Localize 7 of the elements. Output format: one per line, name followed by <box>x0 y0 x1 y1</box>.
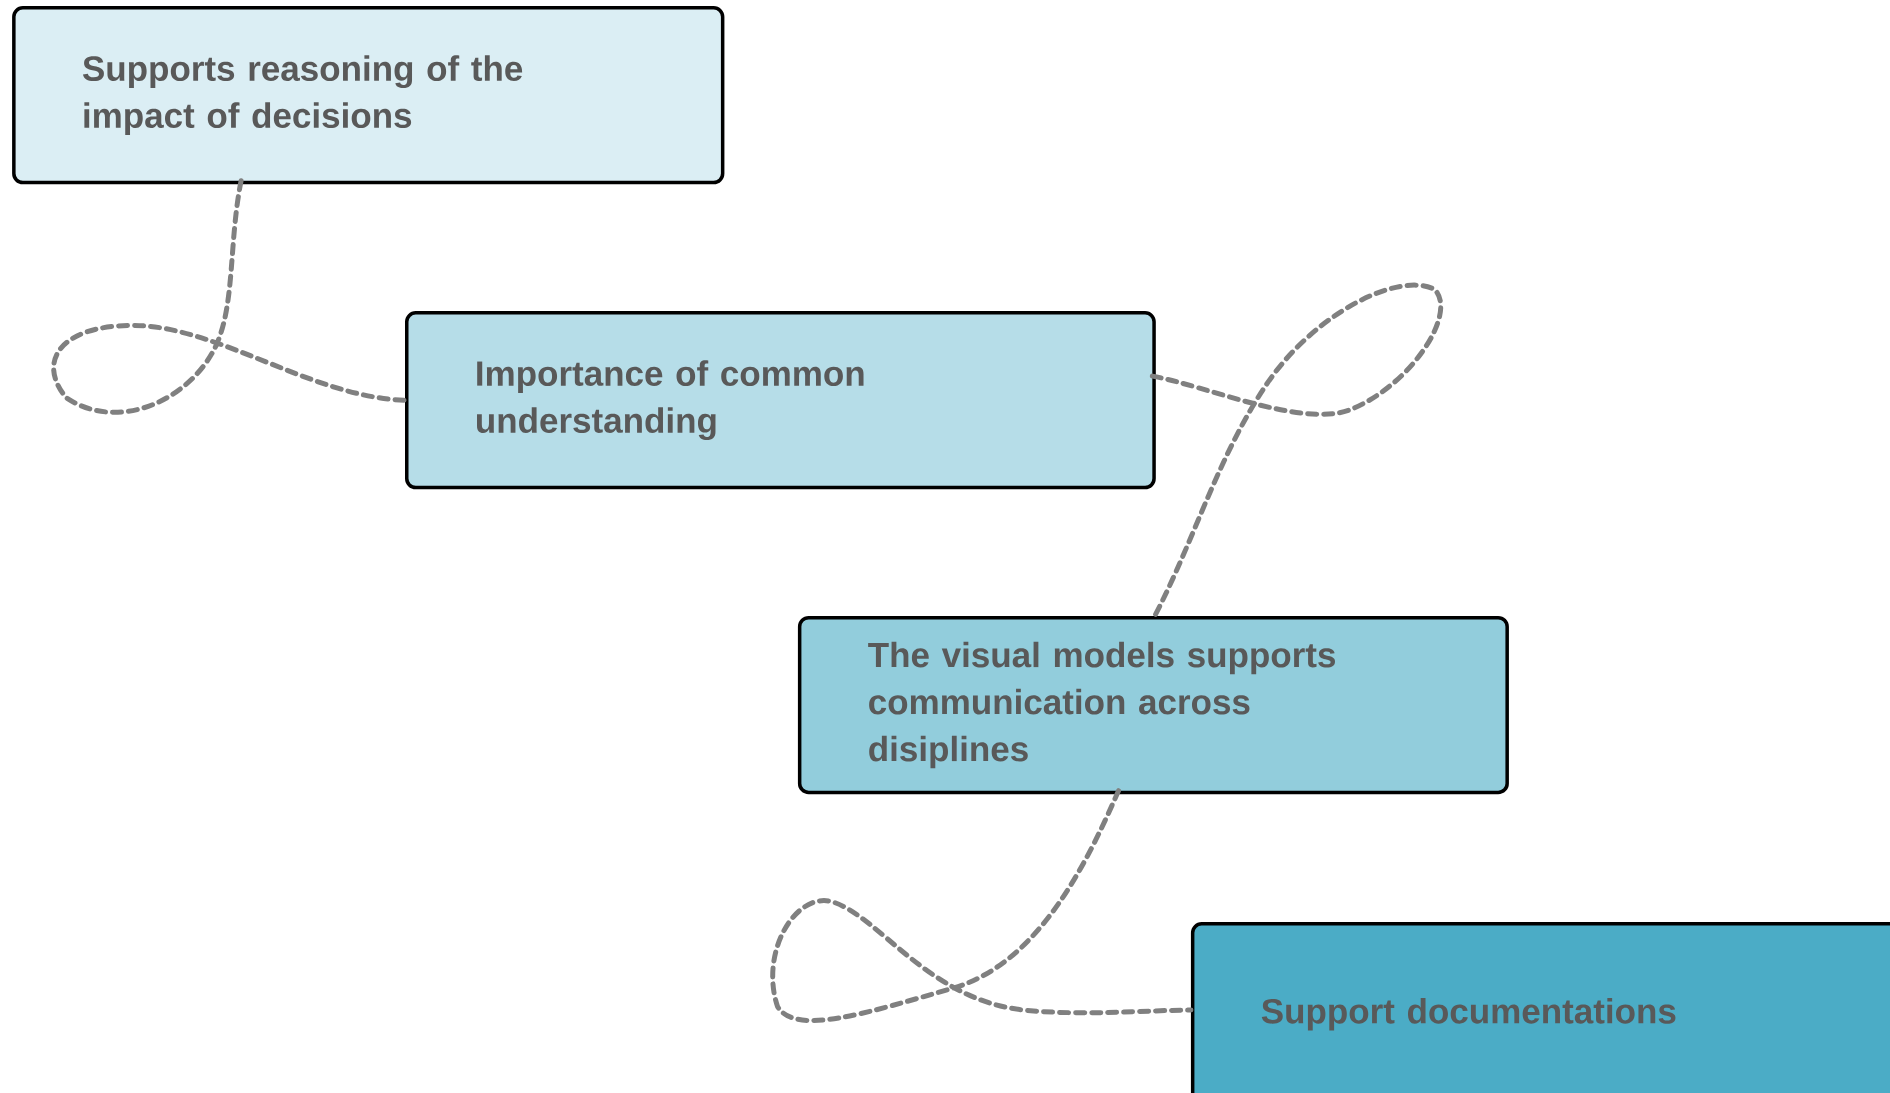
text-box: The visual models supports communication across disiplines <box>797 615 1509 795</box>
dashed-connector <box>51 178 408 415</box>
dashed-connector <box>770 788 1194 1024</box>
dashed-connector <box>1149 282 1444 619</box>
text-box: Support documentations <box>1190 922 1890 1093</box>
text-box: Supports reasoning of the impact of decisions <box>12 6 725 185</box>
text-box: Importance of common understanding <box>405 311 1156 490</box>
